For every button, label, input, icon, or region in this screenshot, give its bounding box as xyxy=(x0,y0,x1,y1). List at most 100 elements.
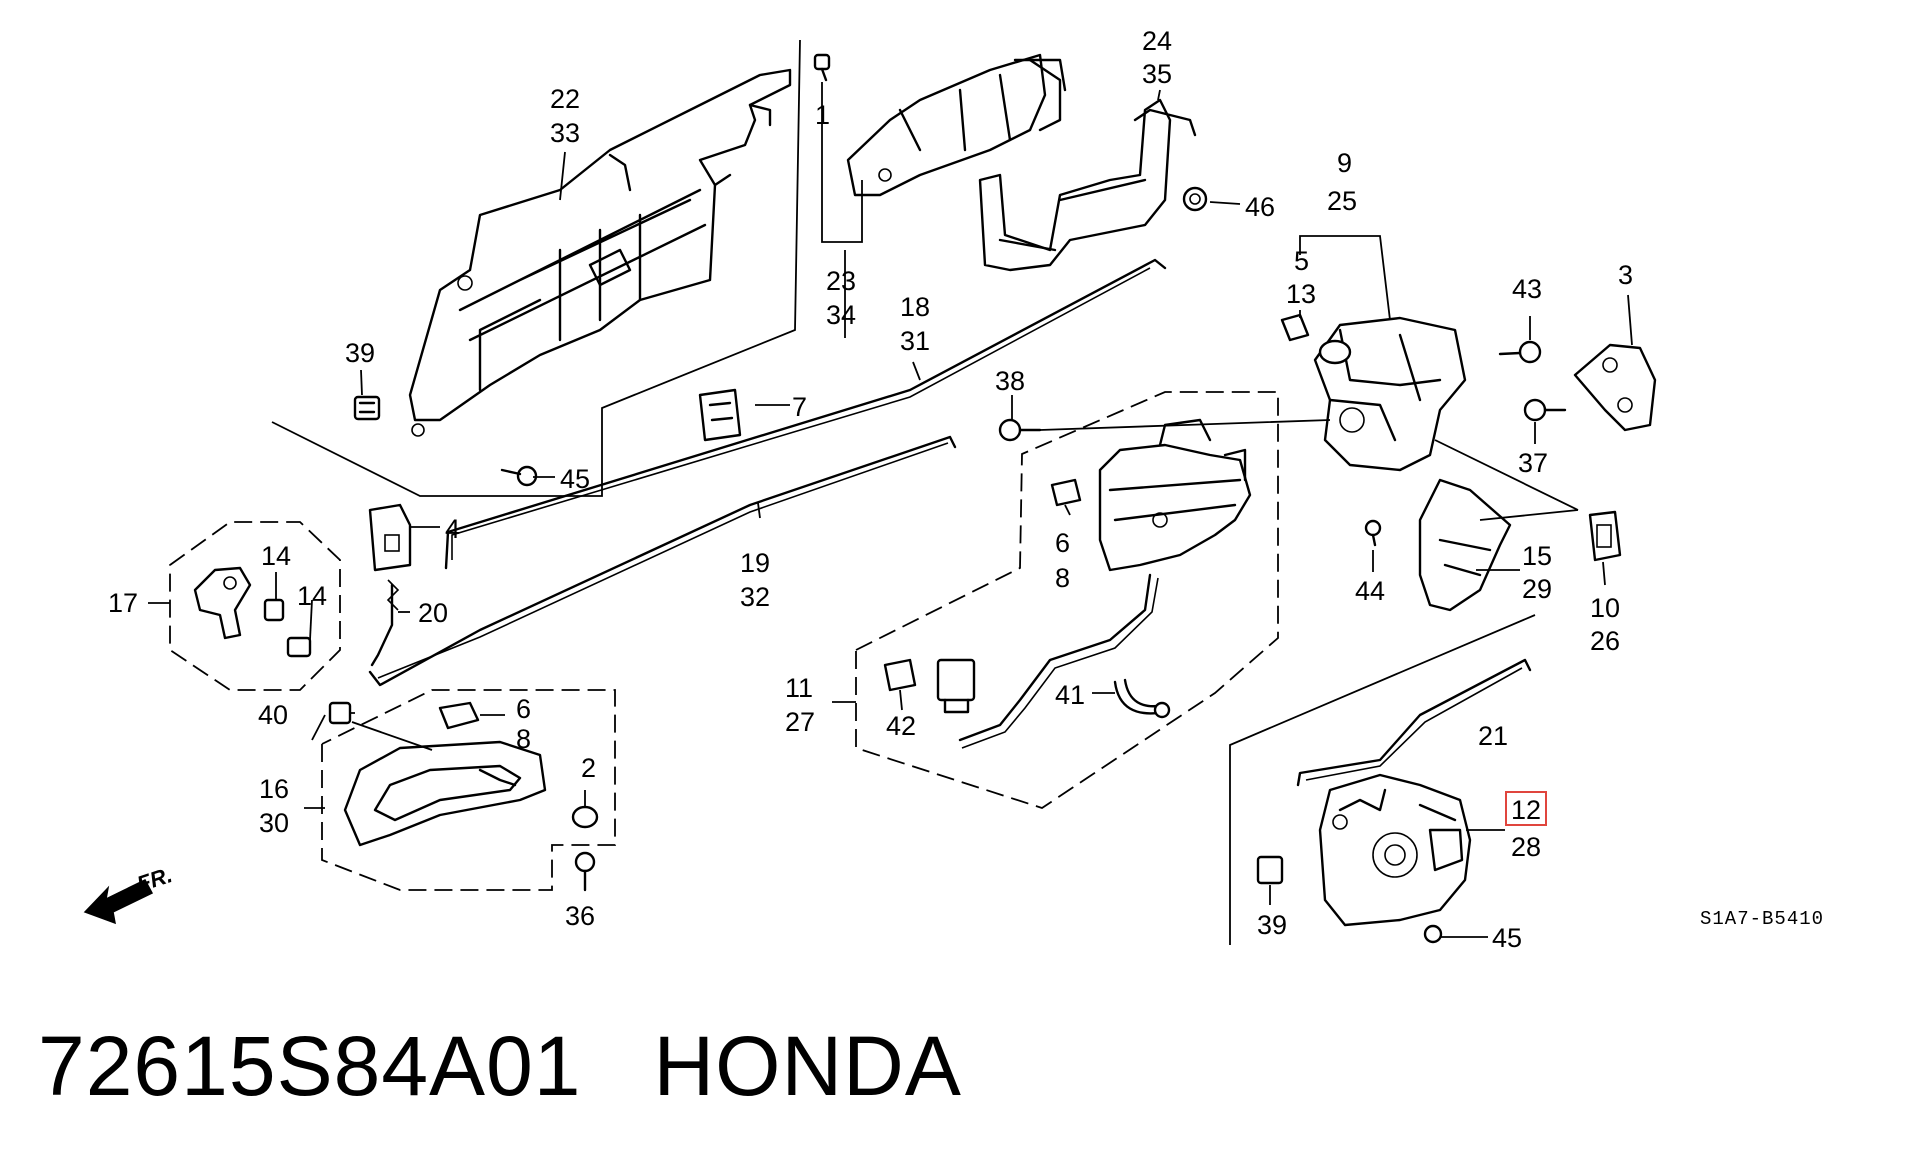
callout-4: 4 xyxy=(445,514,460,544)
part-45-screw-right xyxy=(1423,924,1443,944)
part-40-clip xyxy=(328,701,352,725)
callout-42: 42 xyxy=(886,711,916,741)
callout-5: 5 xyxy=(1294,246,1309,276)
callout-35: 35 xyxy=(1142,59,1172,89)
part-11-latch-actuator xyxy=(1098,418,1252,572)
callout-45-right: 45 xyxy=(1492,923,1522,953)
part-44-screw xyxy=(1364,519,1382,547)
group-17-boundary xyxy=(169,521,341,691)
callout-41: 41 xyxy=(1055,680,1085,710)
part-6-clip-middle xyxy=(1050,478,1082,507)
callout-8-low: 8 xyxy=(516,724,531,754)
callout-27: 27 xyxy=(785,707,815,737)
part-5-latch-assy xyxy=(1313,316,1467,472)
callout-10: 10 xyxy=(1590,593,1620,623)
part-39-clip-left xyxy=(353,395,381,421)
part-23-outer-handle xyxy=(846,53,1067,197)
part-11-connector xyxy=(936,658,976,714)
callout-7: 7 xyxy=(792,392,807,422)
callout-16: 16 xyxy=(259,774,289,804)
callout-24: 24 xyxy=(1142,26,1172,56)
part-43-screw xyxy=(1498,340,1542,364)
callout-31: 31 xyxy=(900,326,930,356)
callout-38: 38 xyxy=(995,366,1025,396)
callout-36: 36 xyxy=(565,901,595,931)
part-38-bolt xyxy=(998,418,1042,442)
callout-9: 9 xyxy=(1337,148,1352,178)
part-39-clip-right xyxy=(1256,855,1284,885)
callout-30: 30 xyxy=(259,808,289,838)
part-22-door-inner-frame xyxy=(408,68,792,437)
part-37-screw xyxy=(1523,398,1567,422)
brand-name: HONDA xyxy=(653,1019,962,1113)
part-11-harness xyxy=(958,573,1152,742)
part-13-clip xyxy=(1280,313,1310,342)
callout-40: 40 xyxy=(258,700,288,730)
callout-45-left: 45 xyxy=(560,464,590,494)
part-24-rod-bracket xyxy=(978,98,1197,272)
leader-lines xyxy=(148,82,1633,938)
callout-14-a: 14 xyxy=(261,541,291,571)
front-direction-arrow: FR. xyxy=(83,862,175,925)
part-number: 72615S84A01 xyxy=(38,1019,582,1113)
group-11-boundary xyxy=(855,391,1279,809)
callout-22: 22 xyxy=(550,84,580,114)
callout-21: 21 xyxy=(1478,721,1508,751)
part-45-screw-left xyxy=(500,465,538,487)
callout-28: 28 xyxy=(1511,832,1541,862)
part-caption: 72615S84A01 HONDA xyxy=(38,1018,962,1115)
callout-20: 20 xyxy=(418,598,448,628)
part-17-lever-assy xyxy=(193,566,252,640)
part-3-striker xyxy=(1573,343,1657,432)
diagram-code: S1A7-B5410 xyxy=(1700,908,1824,930)
part-46-nut xyxy=(1182,186,1208,212)
part-2-cap xyxy=(571,805,599,829)
highlight-box-12 xyxy=(1505,791,1547,826)
callout-1: 1 xyxy=(815,100,830,130)
part-4-handle-cap xyxy=(368,503,412,572)
part-14-clip-a xyxy=(263,598,285,622)
part-12-door-lock-actuator xyxy=(1318,773,1472,927)
callout-15: 15 xyxy=(1522,541,1552,571)
part-1-bolt xyxy=(813,53,831,82)
callout-23: 23 xyxy=(826,266,856,296)
callout-11: 11 xyxy=(785,673,813,703)
part-42-clip xyxy=(883,658,917,692)
callout-12: 12 xyxy=(1511,795,1541,825)
callout-14-b: 14 xyxy=(297,581,327,611)
callout-37: 37 xyxy=(1518,448,1548,478)
frame-boundary-right xyxy=(1229,614,1536,945)
callout-39-left: 39 xyxy=(345,338,375,368)
callout-18: 18 xyxy=(900,292,930,322)
part-41-clamp xyxy=(1113,678,1171,719)
frame-boundary-line xyxy=(271,39,801,497)
callout-46: 46 xyxy=(1245,192,1275,222)
callout-13: 13 xyxy=(1286,279,1316,309)
callout-43: 43 xyxy=(1512,274,1542,304)
callout-34: 34 xyxy=(826,300,856,330)
callout-3: 3 xyxy=(1618,260,1633,290)
part-14-clip-b xyxy=(286,636,312,658)
callout-32: 32 xyxy=(740,582,770,612)
front-marker-label: FR. xyxy=(134,862,175,897)
part-21-rod xyxy=(1296,658,1532,787)
callout-25: 25 xyxy=(1327,186,1357,216)
callout-44: 44 xyxy=(1355,576,1385,606)
part-20-rod xyxy=(370,583,394,667)
callout-17: 17 xyxy=(108,588,138,618)
callout-6-low: 6 xyxy=(516,694,531,724)
callout-19: 19 xyxy=(740,548,770,578)
callout-2: 2 xyxy=(581,753,596,783)
part-10-cover xyxy=(1588,510,1622,562)
callout-33: 33 xyxy=(550,118,580,148)
callout-39-right: 39 xyxy=(1257,910,1287,940)
callout-8-mid: 8 xyxy=(1055,563,1070,593)
callout-6-mid: 6 xyxy=(1055,528,1070,558)
part-18-long-rod xyxy=(444,258,1167,570)
callout-29: 29 xyxy=(1522,574,1552,604)
part-15-protector xyxy=(1418,478,1512,612)
callout-numbers: 22 33 1 23 34 24 35 46 9 25 5 13 43 3 37… xyxy=(108,26,1633,953)
callout-26: 26 xyxy=(1590,626,1620,656)
part-7-rod-clip xyxy=(698,388,742,442)
